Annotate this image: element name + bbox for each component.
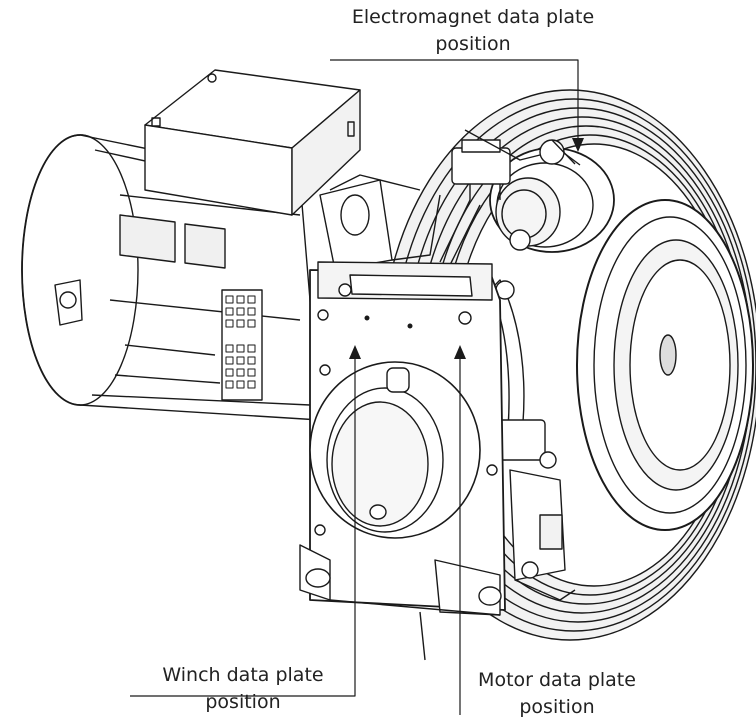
electromagnet-label-line2: position xyxy=(435,33,511,55)
winch-data-plate-label: Winch data plate position xyxy=(128,662,358,716)
callout-electromagnet-leader xyxy=(330,59,584,152)
gearbox-housing xyxy=(299,361,502,616)
motor-data-plate-label: Motor data plate position xyxy=(442,667,672,721)
electromagnet-unit xyxy=(451,129,615,253)
brake-block xyxy=(509,469,576,601)
winch-label-line1: Winch data plate xyxy=(162,664,324,686)
terminal-box xyxy=(144,69,361,216)
winch-label-line2: position xyxy=(205,691,281,713)
mounting-bracket xyxy=(319,174,441,271)
motor-label-line1: Motor data plate xyxy=(478,669,636,691)
callout-winch-leader xyxy=(130,345,361,697)
electromagnet-label-line1: Electromagnet data plate xyxy=(351,6,595,28)
callout-motor-leader xyxy=(454,345,466,715)
electromagnet-data-plate-label: Electromagnet data plate position xyxy=(318,4,628,58)
brake-drum xyxy=(576,199,754,531)
brake-lever xyxy=(439,199,557,469)
motor-label-line2: position xyxy=(519,696,595,718)
